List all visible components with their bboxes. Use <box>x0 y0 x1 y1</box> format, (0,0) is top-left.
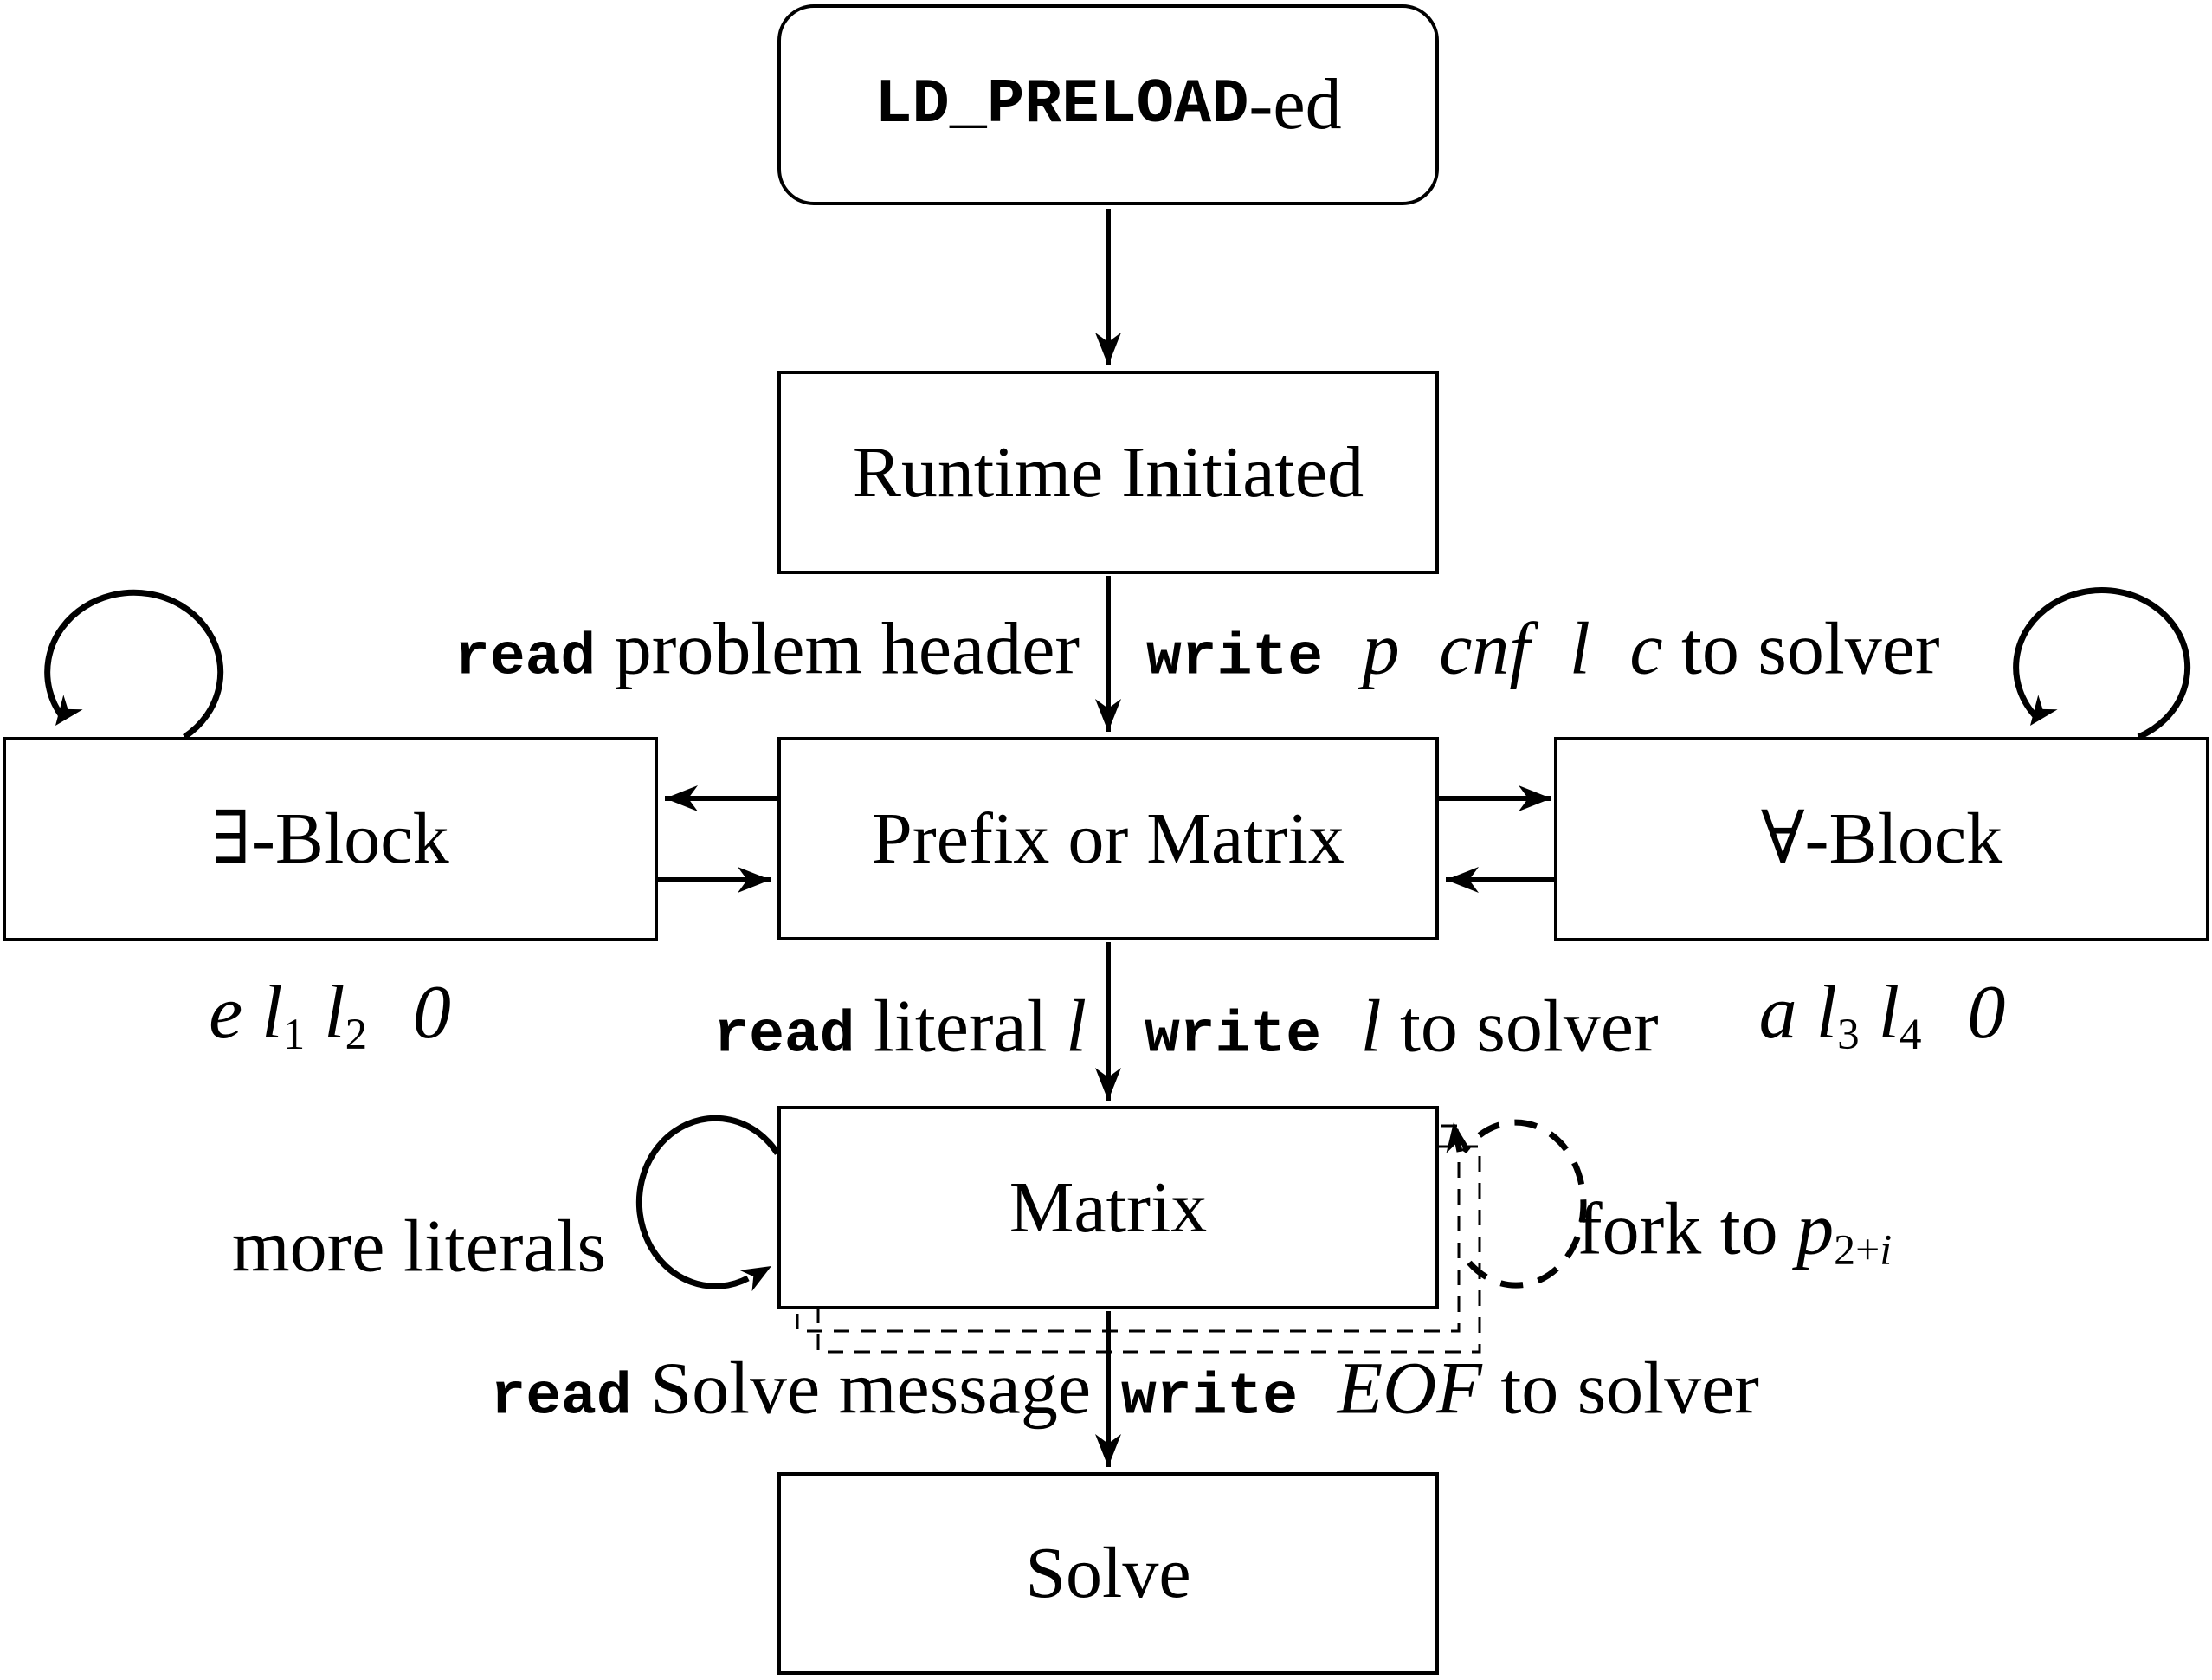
state-solve: Solve <box>777 1472 1439 1675</box>
math-p-cnf-l-c: p cnf l c <box>1323 606 1663 690</box>
edge-label-write-l: write l to solver <box>1145 984 1659 1069</box>
math-l: l <box>1066 984 1087 1068</box>
edge-label-write-p-cnf-l-c: write p cnf l c to solver <box>1146 606 1940 692</box>
ld-preload-suffix-label: -ed <box>1248 64 1342 145</box>
math-eof: EOF <box>1298 1346 1482 1430</box>
write-keyword: write <box>1146 624 1324 692</box>
runtime-initiated-label: Runtime Initiated <box>852 431 1364 513</box>
caption-forall-clause: a l3 l4 0 <box>1758 971 2006 1059</box>
caption-exists-clause: e l1 l2 0 <box>209 971 451 1059</box>
write-keyword: write <box>1145 1002 1322 1069</box>
fork-loop-matrix <box>1446 1119 1587 1289</box>
ld-preload-mono-label: LD_PRELOAD <box>874 69 1249 140</box>
read-keyword: read <box>455 624 597 692</box>
edge-label-read-literal: read literal l <box>713 984 1087 1069</box>
math-l: l <box>1321 984 1382 1068</box>
prefix-or-matrix-label: Prefix or Matrix <box>872 798 1345 879</box>
read-keyword: read <box>713 1002 855 1069</box>
self-loop-forall-block <box>2013 587 2191 740</box>
forall-block-label: ∀-Block <box>1760 798 2003 879</box>
caption-more-literals: more literals <box>231 1204 606 1288</box>
self-loop-exists-block <box>44 589 224 740</box>
caption-fork-to-p: fork to p2+i <box>1577 1186 1893 1274</box>
state-matrix: Matrix <box>777 1106 1439 1309</box>
state-ld-preload: LD_PRELOAD-ed <box>777 4 1439 205</box>
edge-label-read-solve-message: read Solve message <box>490 1346 1091 1431</box>
self-loop-matrix <box>635 1115 780 1292</box>
state-runtime-initiated: Runtime Initiated <box>777 371 1439 574</box>
edge-label-write-eof: write EOF to solver <box>1121 1346 1759 1431</box>
state-prefix-or-matrix: Prefix or Matrix <box>777 737 1439 940</box>
exists-block-label: ∃-Block <box>211 798 449 879</box>
matrix-label: Matrix <box>1009 1166 1208 1248</box>
edge-label-read-problem-header: read problem header <box>455 606 1080 692</box>
read-keyword: read <box>490 1364 632 1431</box>
write-keyword: write <box>1121 1364 1299 1431</box>
state-forall-block: ∀-Block <box>1554 737 2209 941</box>
solve-label: Solve <box>1025 1533 1191 1613</box>
state-exists-block: ∃-Block <box>3 737 658 941</box>
